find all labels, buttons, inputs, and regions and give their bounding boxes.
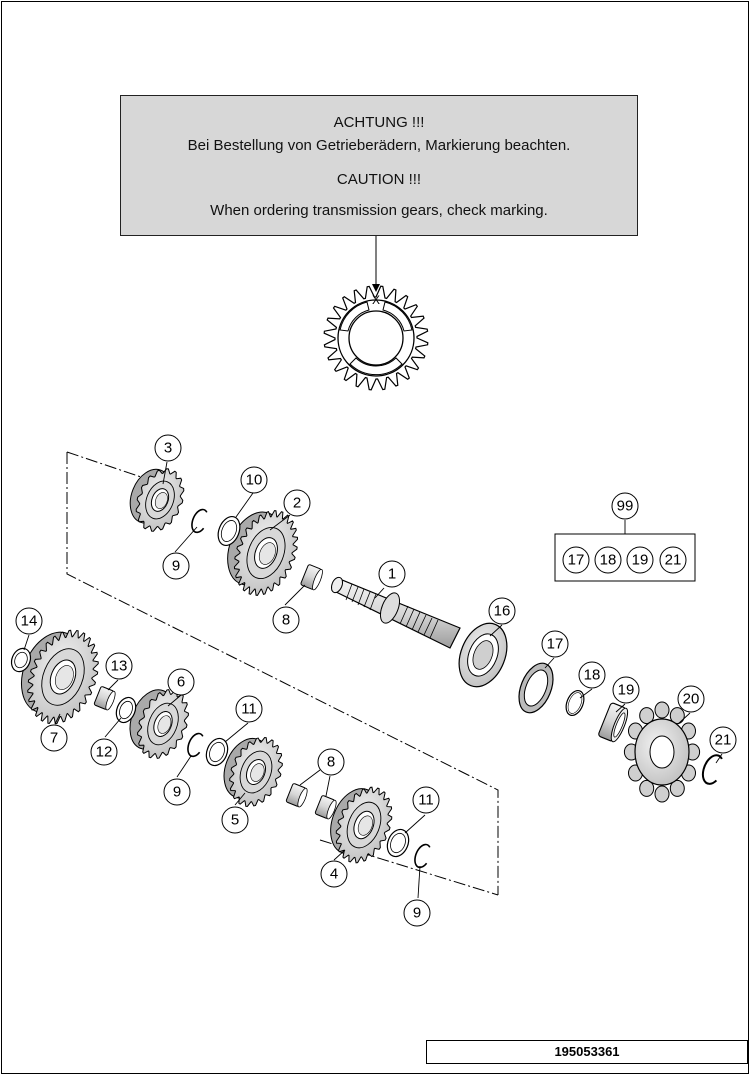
callout-12: 12 [90, 738, 118, 766]
notice-text-de: Bei Bestellung von Getrieberädern, Marki… [187, 137, 571, 154]
needle-bearing-8a [285, 783, 308, 808]
snap-ring-9-bottom [414, 843, 431, 869]
notice-title-de: ACHTUNG !!! [333, 114, 425, 131]
shaft-seal [518, 662, 554, 714]
callout-16: 16 [488, 597, 516, 625]
callout-7: 7 [40, 724, 68, 752]
callout-13: 13 [105, 652, 133, 680]
needle-bearing-8-top [300, 564, 323, 591]
callout-5: 5 [221, 806, 249, 834]
svg-text:11: 11 [418, 792, 434, 809]
snap-ring-9-mid [187, 732, 204, 758]
callout-14: 14 [15, 607, 43, 635]
svg-text:21: 21 [715, 732, 732, 749]
svg-text:20: 20 [683, 691, 700, 708]
svg-text:99: 99 [617, 498, 634, 515]
notice-text-en: When ordering transmission gears, check … [210, 202, 548, 219]
gear-marking-x: X [372, 293, 380, 307]
needle-bearing-13 [93, 686, 116, 711]
callout-21: 21 [709, 726, 737, 754]
svg-text:9: 9 [172, 558, 180, 575]
svg-text:14: 14 [21, 613, 38, 630]
gear-5 [223, 736, 283, 808]
svg-text:1: 1 [388, 566, 396, 583]
gear-7 [21, 629, 99, 725]
gear-4 [330, 786, 393, 864]
svg-text:12: 12 [96, 744, 113, 761]
svg-text:6: 6 [177, 674, 185, 691]
stop-washer-10 [217, 515, 241, 547]
kit-box: 17 18 19 21 [554, 533, 696, 582]
svg-text:9: 9 [413, 905, 421, 922]
sprocket [623, 701, 701, 803]
callout-17: 17 [541, 630, 569, 658]
leader-lines [23, 461, 723, 899]
lock-ring [701, 754, 723, 785]
assembly-outline [66, 452, 499, 895]
callout-group: 1 2 3 4 5 6 7 8 8 9 9 9 10 11 11 12 13 1… [15, 434, 737, 927]
svg-text:7: 7 [50, 730, 58, 747]
svg-text:5: 5 [231, 812, 239, 829]
callout-18: 18 [578, 661, 606, 689]
svg-text:13: 13 [111, 658, 128, 675]
ball-bearing [458, 622, 508, 688]
kit-item-17: 17 [562, 546, 590, 574]
svg-text:18: 18 [600, 552, 617, 569]
gear-2 [227, 510, 299, 596]
spacer-sleeve [598, 702, 629, 743]
callout-9-bottom: 9 [403, 899, 431, 927]
drawing-number: 195053361 [426, 1040, 748, 1064]
snap-ring-9-top [191, 508, 208, 534]
main-shaft [330, 576, 461, 649]
svg-text:17: 17 [568, 552, 585, 569]
marked-gear-illustration: X [323, 285, 429, 391]
washer-11-bottom [386, 828, 410, 858]
callout-9-top: 9 [162, 552, 190, 580]
notice-arrow [372, 236, 380, 292]
svg-text:3: 3 [164, 440, 172, 457]
callout-11-mid: 11 [235, 695, 263, 723]
callout-9-mid: 9 [163, 778, 191, 806]
callout-19: 19 [612, 676, 640, 704]
callout-4: 4 [320, 860, 348, 888]
svg-text:18: 18 [584, 667, 601, 684]
svg-text:17: 17 [547, 636, 564, 653]
svg-text:10: 10 [246, 472, 263, 489]
callout-99: 99 [611, 492, 639, 520]
callout-8-bottom: 8 [317, 748, 345, 776]
svg-text:11: 11 [241, 701, 257, 718]
svg-text:8: 8 [327, 754, 335, 771]
o-ring [565, 689, 585, 717]
callout-6: 6 [167, 668, 195, 696]
svg-text:2: 2 [293, 495, 301, 512]
caution-notice: ACHTUNG !!! Bei Bestellung von Getrieber… [120, 95, 638, 236]
callout-1: 1 [378, 560, 406, 588]
notice-title-en: CAUTION !!! [336, 171, 422, 188]
gear-6 [129, 689, 189, 759]
callout-2: 2 [283, 489, 311, 517]
kit-item-18: 18 [594, 546, 622, 574]
callout-11-bottom: 11 [412, 786, 440, 814]
svg-text:4: 4 [330, 866, 338, 883]
washer-11-mid [205, 737, 229, 767]
svg-text:16: 16 [494, 603, 511, 620]
svg-text:9: 9 [173, 784, 181, 801]
svg-text:8: 8 [282, 612, 290, 629]
gear-3 [129, 468, 185, 532]
kit-item-19: 19 [626, 546, 654, 574]
callout-3: 3 [154, 434, 182, 462]
kit-item-21: 21 [659, 546, 687, 574]
needle-bearing-8b [314, 795, 337, 820]
washer-14 [10, 647, 32, 673]
svg-text:19: 19 [618, 682, 635, 699]
washer-12 [115, 696, 137, 724]
callout-8-top: 8 [272, 606, 300, 634]
svg-text:19: 19 [632, 552, 649, 569]
svg-text:21: 21 [665, 552, 682, 569]
callout-10: 10 [240, 466, 268, 494]
callout-20: 20 [677, 685, 705, 713]
